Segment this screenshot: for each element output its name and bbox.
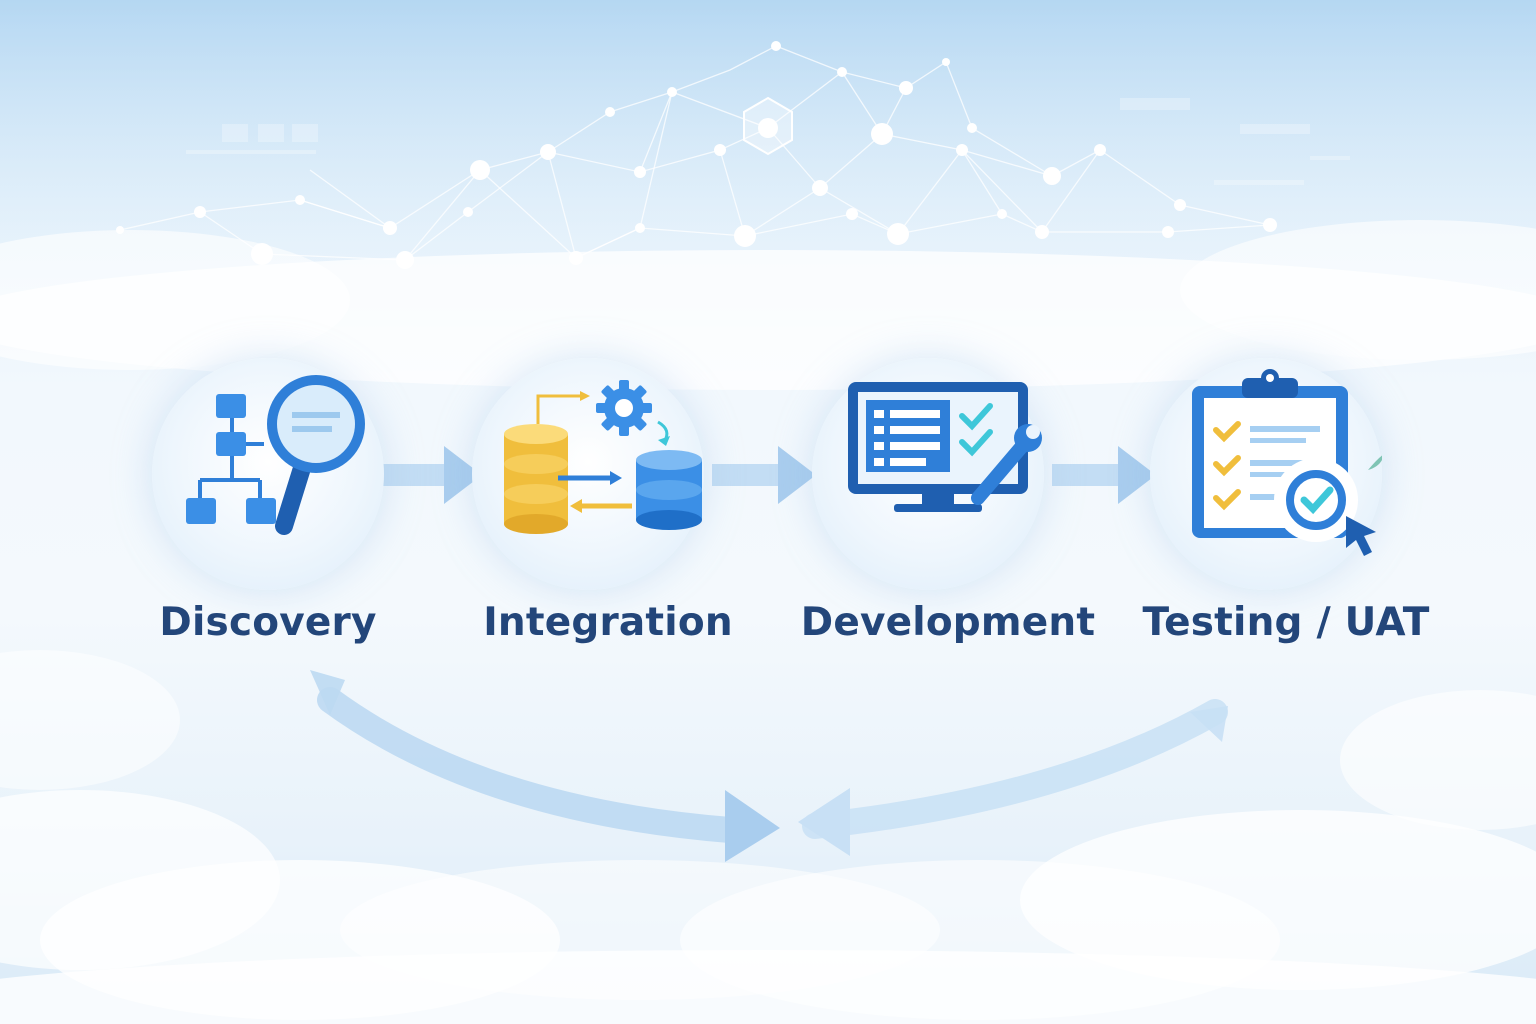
loop-arrowhead-right-tail [1190,706,1228,742]
loop-arrow-right [802,699,1228,839]
flow-arrow-2 [712,446,816,504]
stage-label-development: Development [800,600,1096,645]
gold-database [504,424,568,534]
clouds [0,220,1536,1024]
stage-development [812,358,1044,590]
blue-database [636,450,702,530]
stage-testing [1150,358,1382,590]
stage-integration [472,358,704,590]
hierarchy-magnifier-icon [186,375,365,535]
network-hex [743,96,793,156]
gear [596,380,652,436]
cursor-icon [1346,516,1376,556]
stage-label-discovery: Discovery [159,600,377,645]
loop-arrow-left [317,687,743,843]
flow-arrow-1 [378,446,482,504]
stage-discovery [152,358,384,590]
faint-ui-panels [186,98,1350,185]
loop-arrowhead-center-left [798,788,850,856]
database-gear-sync-icon [504,380,702,534]
flow-arrow-3 [1052,446,1156,504]
stage-label-testing: Testing / UAT [1142,600,1430,645]
loop-arrowhead-left-tail [310,670,345,715]
loop-arrowhead-center-right [725,790,780,862]
clipboard-checklist-icon [1192,369,1382,556]
stage-label-integration: Integration [483,600,733,645]
monitor-wrench-icon [848,382,1042,512]
